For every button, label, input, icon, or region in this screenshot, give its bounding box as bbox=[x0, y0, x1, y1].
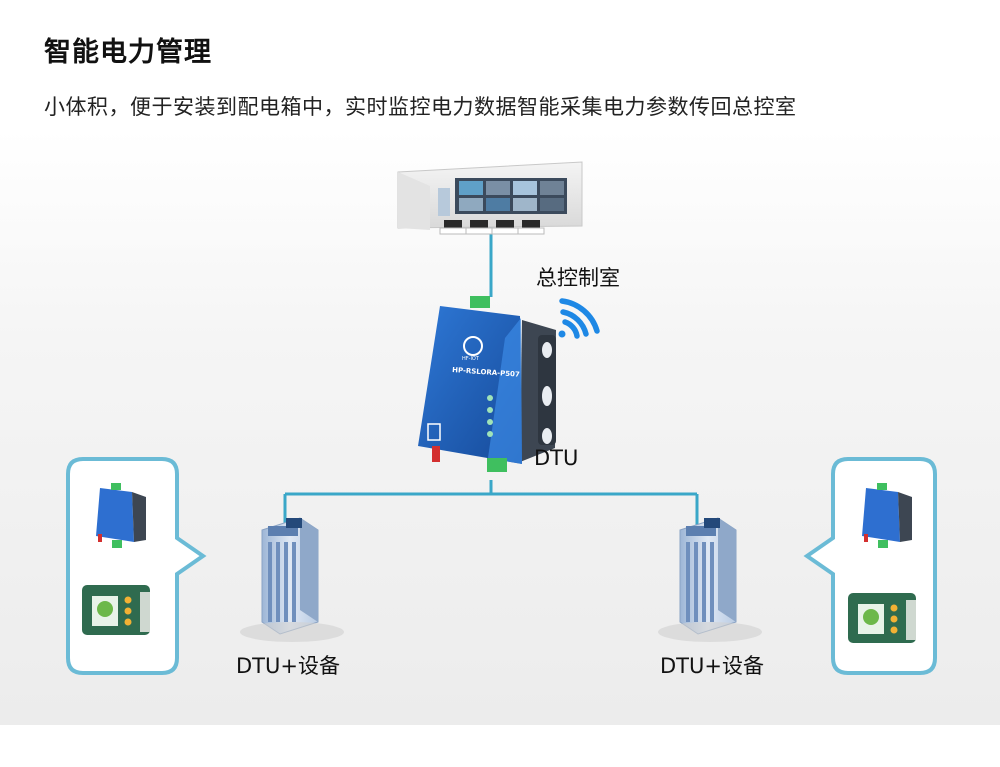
right-mini-dtu-image bbox=[862, 483, 912, 548]
control-room-label: 总控制室 bbox=[536, 266, 620, 290]
page-title: 智能电力管理 bbox=[44, 37, 212, 68]
right-callout bbox=[803, 457, 937, 675]
right-site-label: DTU+设备 bbox=[660, 654, 764, 678]
left-site-label: DTU+设备 bbox=[236, 654, 340, 678]
device-brand-text: HF-IOT bbox=[462, 356, 480, 362]
link-lines bbox=[283, 226, 699, 525]
right-meter-image bbox=[848, 593, 916, 643]
right-building-image bbox=[658, 517, 762, 642]
dtu-device-image: HP-RSLORA-P507 HF-IOT bbox=[418, 296, 556, 472]
page-subtitle: 小体积，便于安装到配电箱中，实时监控电力数据智能采集电力参数传回总控室 bbox=[44, 95, 797, 119]
left-callout bbox=[66, 457, 207, 675]
wifi-icon bbox=[558, 298, 600, 339]
control-room-image bbox=[397, 161, 583, 235]
left-mini-dtu-image bbox=[96, 483, 146, 548]
left-building-image bbox=[240, 517, 344, 642]
left-meter-image bbox=[82, 585, 150, 635]
dtu-label: DTU bbox=[534, 446, 579, 470]
bottom-strip bbox=[0, 725, 1000, 767]
